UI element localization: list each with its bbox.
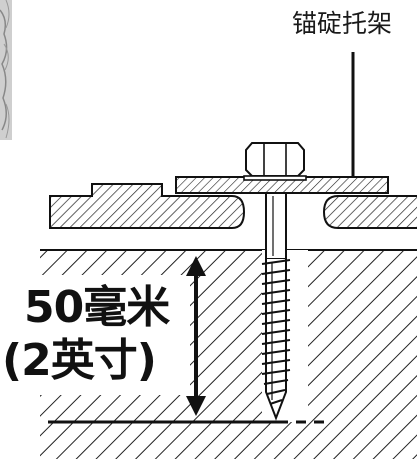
- deck-board-left: [49, 183, 246, 229]
- anchor-bracket-label: 锚碇托架: [292, 9, 393, 38]
- stone-texture: [0, 0, 12, 140]
- depth-imperial-label: (2英寸): [2, 335, 157, 386]
- double-arrow-icon: [186, 256, 206, 416]
- lag-bolt-icon: [243, 142, 307, 421]
- depth-metric-label: 50毫米: [24, 282, 170, 333]
- deck-board-right: [322, 195, 417, 229]
